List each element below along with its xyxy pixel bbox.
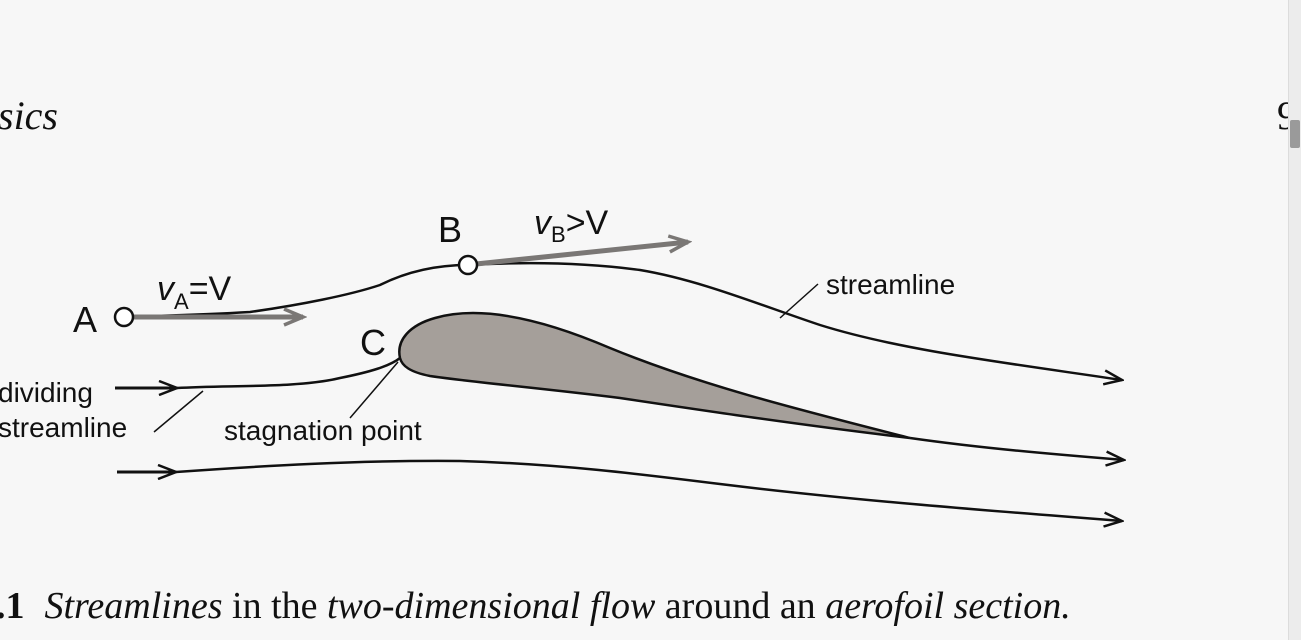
velocity-B-relation: >V bbox=[566, 204, 609, 242]
velocity-A-relation: =V bbox=[189, 270, 232, 308]
velocity-label-A: vA=V bbox=[157, 270, 232, 314]
caption-term-flow: two-dimensional flow bbox=[327, 585, 656, 627]
dividing-streamline bbox=[176, 356, 401, 390]
caption-text-2: around an bbox=[655, 585, 826, 627]
running-head: sics bbox=[0, 93, 58, 138]
label-streamline: streamline bbox=[826, 269, 955, 300]
velocity-B-subscript: B bbox=[551, 222, 566, 247]
caption-term-aerofoil: aerofoil section. bbox=[825, 585, 1071, 627]
velocity-arrow-B bbox=[475, 242, 688, 267]
label-dividing-streamline: streamline bbox=[0, 412, 127, 443]
point-B-marker bbox=[457, 254, 479, 276]
figure-caption: .1 Streamlines in the two-dimensional flo… bbox=[0, 584, 1071, 628]
stagnation-point-leader bbox=[349, 361, 399, 419]
dividing-streamline-leader bbox=[153, 390, 204, 433]
streamline-upper bbox=[123, 261, 1122, 380]
scrollbar-thumb[interactable] bbox=[1290, 120, 1300, 148]
streamline-lower bbox=[175, 459, 1122, 521]
label-A: A bbox=[73, 299, 97, 340]
wake-streamline bbox=[909, 436, 1124, 460]
velocity-A-symbol: v bbox=[157, 270, 176, 308]
caption-term-streamlines: Streamlines bbox=[44, 585, 223, 627]
caption-figure-number: .1 bbox=[0, 585, 25, 627]
velocity-B-symbol: v bbox=[534, 204, 553, 242]
label-B: B bbox=[438, 209, 462, 250]
caption-text-1: in the bbox=[222, 585, 327, 627]
velocity-label-B: vB>V bbox=[534, 204, 609, 247]
velocity-A-subscript: A bbox=[174, 289, 189, 314]
label-C: C bbox=[360, 322, 386, 363]
streamline-leader bbox=[779, 283, 819, 319]
aerofoil-section bbox=[398, 311, 911, 440]
label-stagnation-point: stagnation point bbox=[224, 415, 422, 446]
vertical-scrollbar[interactable] bbox=[1288, 0, 1301, 640]
point-A-marker bbox=[113, 306, 135, 328]
label-dividing: dividing bbox=[0, 377, 93, 408]
